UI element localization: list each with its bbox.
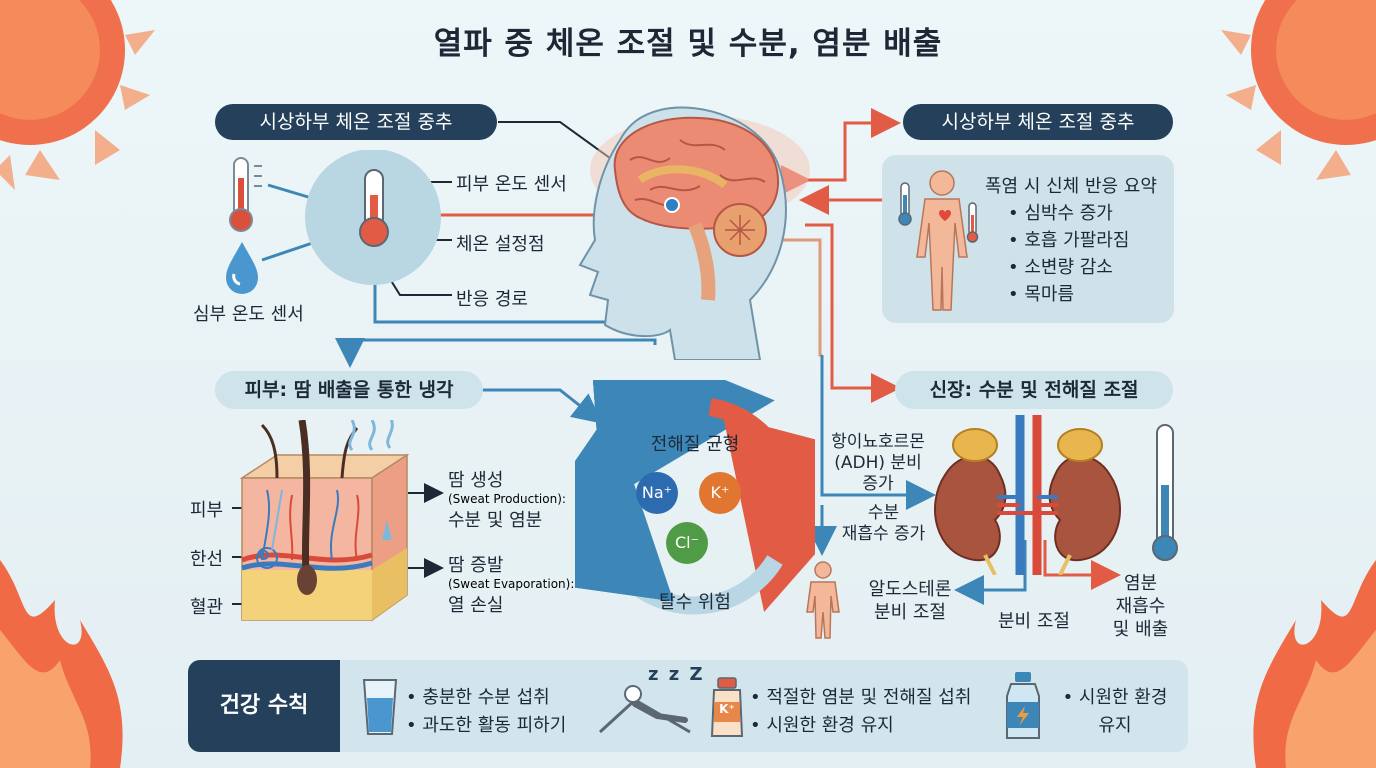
sweat-gland-label: 한선 [190, 549, 224, 570]
health-tips-heading: 건강 수칙 [188, 660, 340, 752]
hypothalamus-point-icon [664, 197, 680, 213]
salt-line: 염분 [1123, 573, 1158, 594]
core-sensor-label: 심부 온도 센서 [193, 304, 304, 325]
adh-line: (ADH) 분비 [834, 453, 922, 473]
resting-person-icon [598, 685, 691, 734]
tip-item: • 시원한 환경 [1062, 687, 1168, 708]
hypothalamus-heading-right: 시상하부 체온 조절 중추 [903, 104, 1173, 140]
reabsorption-line: 수분 [867, 503, 900, 523]
sweat-evaporation-english: (Sweat Evaporation): [448, 577, 575, 591]
adh-label: 항이뇨호르몬 (ADH) 분비 증가 [823, 432, 933, 495]
hypothalamus-heading-left: 시상하부 체온 조절 중추 [215, 104, 497, 140]
salt-line: 및 배출 [1112, 619, 1169, 640]
water-glass-icon [362, 679, 398, 735]
sweat-evaporation-title: 땀 증발 [448, 555, 504, 576]
reabsorption-label: 수분 재흡수 증가 [826, 503, 941, 545]
tip-item: 과도한 활동 피하기 [406, 712, 566, 740]
page-title: 열파 중 체온 조절 및 수분, 염분 배출 [433, 26, 943, 62]
tips-group-3: • 시원한 환경 유지 [1045, 684, 1185, 740]
chloride-ion-icon [666, 522, 708, 564]
thermometer-right-icon [1152, 424, 1178, 561]
sleep-zzz-icon: z z Z [648, 664, 705, 685]
chloride-ion-label: Cl⁻ [674, 533, 700, 552]
salt-label: 염분 재흡수 및 배출 [1098, 572, 1183, 641]
water-drop-icon [226, 242, 258, 294]
sodium-ion-label: Na⁺ [641, 483, 673, 502]
sun-top-right-icon [1221, 0, 1376, 180]
water-bottle-icon [1006, 672, 1040, 739]
summary-title: 폭염 시 신체 반응 요약 [985, 176, 1157, 197]
flame-bottom-left-icon [0, 560, 123, 768]
kidney-heading: 신장: 수분 및 전해질 조절 [895, 371, 1173, 409]
salt-line: 재흡수 [1115, 596, 1166, 617]
aldosterone-line: 알도스테론 [868, 579, 952, 600]
electrolyte-cycle [575, 380, 815, 615]
skin-sensor-label: 피부 온도 센서 [456, 174, 567, 195]
sweat-evaporation-desc: 열 손실 [448, 595, 504, 616]
thermometer-center-icon [359, 169, 389, 247]
sweat-production-desc: 수분 및 염분 [448, 510, 543, 531]
flame-bottom-right-icon [1253, 560, 1376, 768]
response-path-label: 반응 경로 [456, 289, 528, 310]
sun-top-left-icon [0, 0, 155, 190]
sweat-production-english: (Sweat Production): [448, 492, 566, 506]
summary-item: 심박수 증가 [1008, 200, 1129, 227]
summary-item: 목마름 [1008, 281, 1129, 308]
drink-label: K⁺ [719, 702, 735, 716]
secretion-label: 분비 조절 [998, 611, 1070, 632]
aldosterone-line: 분비 조절 [874, 602, 946, 623]
body-figure-icon [898, 170, 979, 311]
tips-group-2: 적절한 염분 및 전해질 섭취 시원한 환경 유지 [750, 684, 971, 740]
vapor-arrow-icon [348, 420, 394, 451]
head-brain-illustration [578, 106, 810, 360]
reabsorption-line: 재흡수 증가 [841, 524, 926, 544]
electrolyte-balance-label: 전해질 균형 [650, 434, 740, 455]
tip-item: 적절한 염분 및 전해질 섭취 [750, 684, 971, 712]
dehydration-risk-label: 탈수 위험 [659, 592, 731, 613]
adh-line: 증가 [862, 474, 894, 494]
skin-label: 피부 [190, 500, 224, 521]
set-point-label: 체온 설정점 [456, 234, 545, 255]
person-icon [806, 561, 840, 639]
sweat-production-title: 땀 생성 [448, 470, 504, 491]
adh-line: 항이뇨호르몬 [831, 432, 925, 452]
kidney-illustration [934, 415, 1178, 575]
potassium-ion-icon [699, 472, 741, 514]
sodium-ion-icon [636, 472, 678, 514]
tip-item: 유지 [1098, 715, 1132, 736]
summary-item: 소변량 감소 [1008, 254, 1129, 281]
summary-list: 심박수 증가 호흡 가팔라짐 소변량 감소 목마름 [1008, 200, 1129, 308]
sensor-illustration [226, 150, 441, 294]
potassium-ion-label: K⁺ [710, 483, 730, 502]
tips-group-1: 충분한 수분 섭취 과도한 활동 피하기 [406, 684, 566, 740]
sweat-production-block: 땀 생성 (Sweat Production): 수분 및 염분 [448, 466, 566, 532]
electrolyte-drink-icon [710, 677, 744, 737]
sweat-evaporation-block: 땀 증발 (Sweat Evaporation): 열 손실 [448, 551, 574, 617]
skin-cross-section [239, 420, 410, 622]
tip-item: 시원한 환경 유지 [750, 712, 971, 740]
vessel-label: 혈관 [190, 597, 224, 618]
thermometer-small-icon [229, 157, 262, 232]
summary-item: 호흡 가팔라짐 [1008, 227, 1129, 254]
skin-heading: 피부: 땀 배출을 통한 냉각 [215, 371, 483, 409]
aldosterone-label: 알도스테론 분비 조절 [855, 578, 965, 624]
tip-item: 충분한 수분 섭취 [406, 684, 566, 712]
